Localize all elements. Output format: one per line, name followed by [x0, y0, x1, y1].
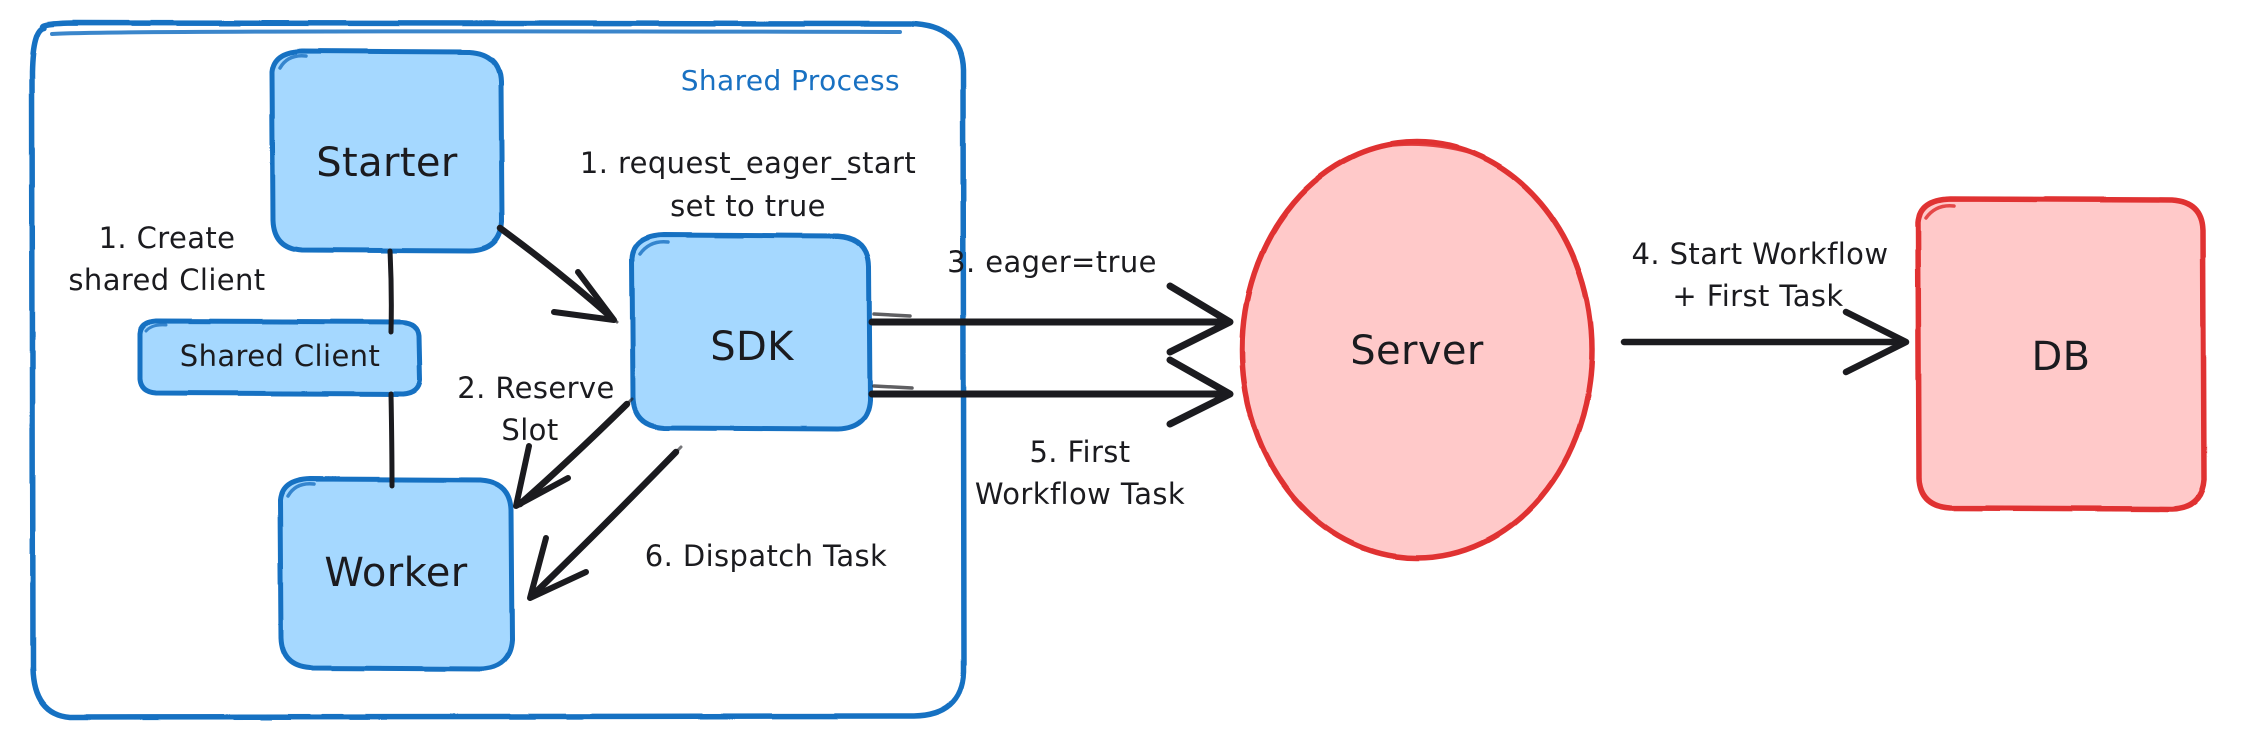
shared-client-shape-sketch [144, 323, 168, 333]
edge-create-label-line1: 1. Create [99, 221, 236, 255]
edge-2-label-line2: Slot [501, 413, 558, 447]
edge-3-arrowhead [1166, 282, 1234, 356]
shared-client-label: Shared Client [180, 339, 380, 373]
edge-5-label-line1: 5. First [1029, 435, 1130, 469]
edge-6-label: 6. Dispatch Task [645, 539, 887, 573]
starter-label: Starter [316, 140, 458, 186]
node-db[interactable]: DB [1915, 196, 2207, 512]
sdk-shape [629, 232, 873, 432]
node-starter[interactable]: Starter [269, 48, 505, 254]
starter-shape-sketch [278, 54, 308, 70]
edge-1-label-line1: 1. request_eager_start [580, 146, 916, 180]
label-create-shared-client: 1. Create shared Client [68, 221, 265, 297]
edge-sdk-to-worker-dispatch: 6. Dispatch Task [527, 445, 887, 601]
edge-4-label-line2: + First Task [1672, 279, 1843, 313]
edge-5-line-tail-sketch [872, 384, 914, 390]
db-label: DB [2031, 334, 2090, 380]
sdk-label: SDK [710, 324, 795, 370]
edge-3-line-tail-sketch [872, 312, 912, 318]
edge-1-arrowhead [551, 269, 617, 323]
edge-2-line-sketch [524, 397, 634, 501]
edge-sdk-to-worker-reserve: 2. Reserve Slot [457, 371, 634, 509]
edge-sdk-to-server-eager: 3. eager=true [868, 245, 1234, 356]
worker-shape [277, 476, 515, 672]
node-worker[interactable]: Worker [277, 476, 515, 672]
starter-shape [269, 48, 505, 254]
edge-5-arrowhead [1166, 356, 1234, 428]
edge-starter-to-sdk: 1. request_eager_start set to true [496, 146, 916, 324]
edge-starter-to-shared-client-line [387, 248, 394, 335]
edge-server-to-db: 4. Start Workflow + First Task [1620, 237, 1910, 376]
edge-starter-sharedclient-worker [387, 248, 395, 489]
node-sdk[interactable]: SDK [629, 232, 873, 432]
shared-client-shape [137, 318, 423, 397]
server-label: Server [1350, 328, 1484, 374]
edge-6-arrowhead [527, 535, 589, 601]
db-shape-sketch [1924, 204, 1956, 220]
edge-4-arrowhead [1842, 308, 1910, 376]
db-shape [1915, 196, 2207, 512]
worker-shape-sketch [286, 482, 316, 498]
edge-create-label-line2: shared Client [68, 263, 265, 297]
edge-2-arrowhead [513, 443, 571, 509]
edge-1-label-line2: set to true [670, 189, 826, 223]
edge-6-line-sketch [538, 445, 683, 591]
edge-5-label-line2: Workflow Task [975, 477, 1185, 511]
edge-4-label-line1: 4. Start Workflow [1632, 237, 1889, 271]
shared-process-group[interactable]: Shared Process [29, 20, 967, 720]
shared-process-label: Shared Process [681, 64, 900, 97]
server-shape [1239, 139, 1595, 561]
edge-2-label-line1: 2. Reserve [457, 371, 614, 405]
edge-3-label: 3. eager=true [947, 245, 1157, 279]
worker-label: Worker [324, 550, 467, 596]
shared-process-border-sketch [50, 29, 902, 36]
edge-shared-client-to-worker-line [388, 391, 395, 489]
sdk-shape-sketch [638, 240, 670, 256]
node-server[interactable]: Server [1239, 139, 1595, 561]
edge-sdk-to-server-first-task: 5. First Workflow Task [868, 356, 1234, 511]
server-shape-sketch [1388, 141, 1472, 154]
node-shared-client[interactable]: Shared Client [137, 318, 423, 397]
shared-process-border [29, 20, 967, 720]
